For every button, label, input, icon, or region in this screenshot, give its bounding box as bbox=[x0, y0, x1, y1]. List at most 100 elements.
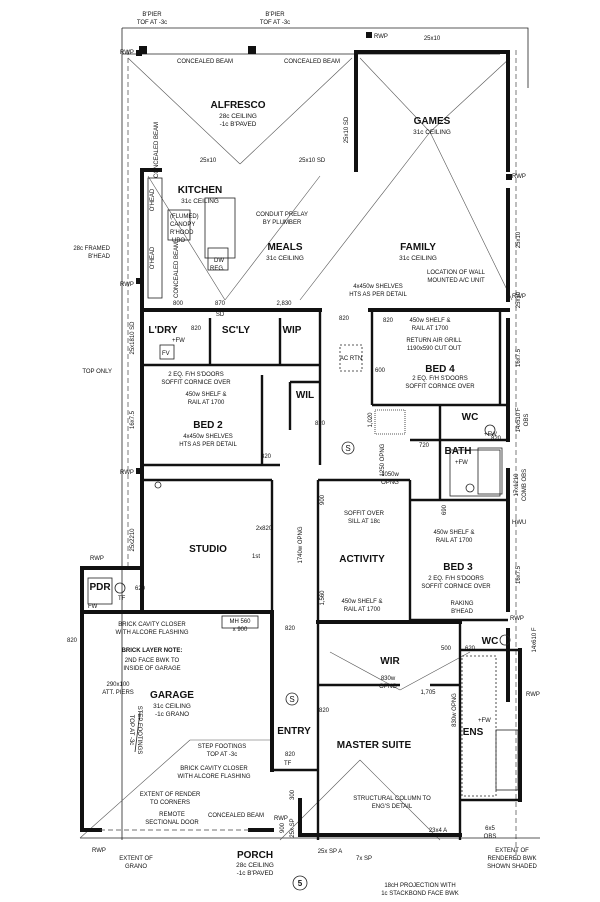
room-laundry: L'DRY bbox=[148, 325, 178, 336]
note-structural: STRUCTURAL COLUMN TO bbox=[353, 796, 431, 802]
dim-1560: 1,560 bbox=[320, 590, 326, 606]
dim-1740w-opng: 1740w OPNG bbox=[298, 526, 304, 563]
rwp-label-6: RWP bbox=[512, 174, 526, 180]
rwp-label-3: RWP bbox=[120, 470, 134, 476]
dim-820-bed4: 820 bbox=[383, 318, 394, 324]
rwp-label-9: RWP bbox=[526, 692, 540, 698]
note-brick-cavity-2: BRICK CAVITY CLOSER bbox=[180, 766, 248, 772]
dim-820-wc: 820 bbox=[491, 436, 502, 442]
note-framed-bhead-2: B'HEAD bbox=[88, 254, 110, 260]
dim-bath-window: 17x1210 bbox=[514, 473, 520, 497]
note-fv-laundry: FV bbox=[162, 351, 170, 357]
note-concealed-beam-1: CONCEALED BEAM bbox=[177, 59, 233, 65]
dim-wc2-window: 14x610 F bbox=[532, 627, 538, 652]
room-alfresco-floor: -1c B'PAVED bbox=[220, 121, 257, 128]
note-canopy: CANOPY bbox=[170, 222, 195, 228]
note-mh-2: x 900 bbox=[233, 627, 248, 633]
note-alcore-2: WITH ALCORE FLASHING bbox=[177, 774, 250, 780]
note-bed4-soffit: SOFFIT CORNICE OVER bbox=[405, 384, 475, 390]
room-wip: WIP bbox=[283, 325, 302, 336]
note-reg: REG. bbox=[210, 266, 225, 272]
rwp-markers bbox=[136, 32, 512, 474]
note-fw-pdr: FW bbox=[88, 604, 98, 610]
activity-s-label: S bbox=[345, 444, 350, 453]
note-dw: DW bbox=[214, 258, 224, 264]
dim-830w-wir: 830w bbox=[381, 676, 396, 682]
note-concealed-beam-porch: CONCEALED BEAM bbox=[208, 813, 264, 819]
room-pdr: PDR bbox=[89, 582, 111, 593]
room-meals: MEALS bbox=[268, 242, 303, 253]
dim-alfresco-left: 25x10 bbox=[200, 158, 217, 164]
room-kitchen-ceiling: 31c CEILING bbox=[181, 198, 219, 205]
note-bed2-hts: HTS AS PER DETAIL bbox=[179, 442, 237, 448]
note-comb-obs: COMB OBS bbox=[522, 469, 528, 501]
note-step-footings: STEP FOOTINGS bbox=[198, 744, 247, 750]
rwp-label-10: RWP bbox=[92, 848, 106, 854]
note-framed-bhead: 28c FRAMED bbox=[73, 246, 110, 252]
dim-games-sd: 25x10 SD bbox=[344, 116, 350, 143]
note-bed2-shelves: 4x450w SHELVES bbox=[183, 434, 233, 440]
dim-820-garage-door: 820 bbox=[285, 626, 296, 632]
note-bed3-soffit: SOFFIT CORNICE OVER bbox=[421, 584, 491, 590]
note-ohead-2: O'HEAD bbox=[150, 246, 156, 269]
note-bed3-shelf: 450w SHELF & bbox=[433, 530, 474, 536]
room-activity: ACTIVITY bbox=[339, 554, 385, 565]
note-shelves-hts: 4x450w SHELVES bbox=[353, 284, 403, 290]
dim-800: 800 bbox=[173, 301, 184, 307]
note-flumed: (FLUMED) bbox=[170, 214, 199, 220]
note-shelf-bed4: 450w SHELF & bbox=[409, 318, 450, 324]
note-bed2-doors: 2 EQ. F/H S'DOORS bbox=[168, 372, 224, 378]
dim-900: 900 bbox=[320, 494, 326, 505]
dim-500: 500 bbox=[441, 646, 452, 652]
note-bed2-soffit: SOFFIT CORNICE OVER bbox=[161, 380, 231, 386]
room-bath: BATH bbox=[444, 446, 471, 457]
alfresco-roof-lines bbox=[79, 57, 513, 841]
note-raking-2: B'HEAD bbox=[451, 609, 473, 615]
note-wall-loc-2: MOUNTED A/C UNIT bbox=[427, 278, 485, 284]
room-games-ceiling: 31c CEILING bbox=[413, 129, 451, 136]
note-render: EXTENT OF RENDER bbox=[140, 792, 201, 798]
entry-s-symbols bbox=[285, 441, 355, 891]
dim-1050w: 1050w bbox=[381, 472, 399, 478]
room-garage-ceiling: 31c CEILING bbox=[153, 703, 191, 710]
note-remote: REMOTE bbox=[159, 812, 185, 818]
note-sill: SILL AT 18c bbox=[348, 519, 380, 525]
room-porch-ceiling: 28c CEILING bbox=[236, 862, 274, 869]
note-att-piers: 290x100 bbox=[106, 682, 130, 688]
dim-720: 720 bbox=[419, 443, 430, 449]
dim-top-right: 25x10 bbox=[424, 36, 441, 42]
note-bed3-rail: RAIL AT 1700 bbox=[436, 538, 473, 544]
room-bed4: BED 4 bbox=[425, 364, 455, 375]
dim-900-porch: 900 bbox=[280, 822, 286, 833]
dim-bed2-window: 16x7.5 bbox=[130, 410, 136, 429]
note-fw-ens: +FW bbox=[478, 718, 491, 724]
room-games: GAMES bbox=[414, 116, 451, 127]
note-remote-2: SECTIONAL DOOR bbox=[145, 820, 199, 826]
note-fw-wc: +FW bbox=[484, 432, 497, 438]
room-alfresco-ceiling: 28c CEILING bbox=[219, 113, 257, 120]
dim-820-ldry: 820 bbox=[191, 326, 202, 332]
room-ensuite: ENS bbox=[463, 727, 484, 738]
dim-wc-window: 14x510 F bbox=[516, 407, 522, 432]
note-ubo: UBO bbox=[172, 238, 185, 244]
dim-bed3-window: 16x7.5 bbox=[516, 565, 522, 584]
dim-6x5-obs: OBS bbox=[484, 834, 497, 840]
dim-25x-sp-a: 25x SP A bbox=[318, 849, 343, 855]
dim-620-pdr: 620 bbox=[135, 586, 146, 592]
dim-2x820: 2x820 bbox=[256, 526, 273, 532]
note-projection-2: 1c STACKBOND FACE BWK bbox=[381, 891, 459, 897]
note-render-2: TO CORNERS bbox=[150, 800, 190, 806]
dim-830w-opng-ens: 830w OPNG bbox=[452, 693, 458, 727]
note-concealed-beam-k: CONCEALED BEAM bbox=[174, 242, 180, 298]
note-return-grill: RETURN AIR GRILL bbox=[406, 338, 462, 344]
note-step-footings-2: TOP AT -3c bbox=[207, 752, 238, 758]
dim-1250-opng: 1250 OPNG bbox=[380, 443, 386, 476]
dim-300: 300 bbox=[290, 789, 296, 800]
note-extent-grano: EXTENT OF bbox=[119, 856, 153, 862]
room-labels: ALFRESCO 28c CEILING -1c B'PAVED GAMES 3… bbox=[89, 100, 498, 877]
note-tof-mid: TOF AT -3c bbox=[260, 20, 290, 26]
note-raking: RAKING bbox=[450, 601, 473, 607]
dim-games-right: 25x10 bbox=[516, 231, 522, 248]
room-meals-ceiling: 31c CEILING bbox=[266, 255, 304, 262]
